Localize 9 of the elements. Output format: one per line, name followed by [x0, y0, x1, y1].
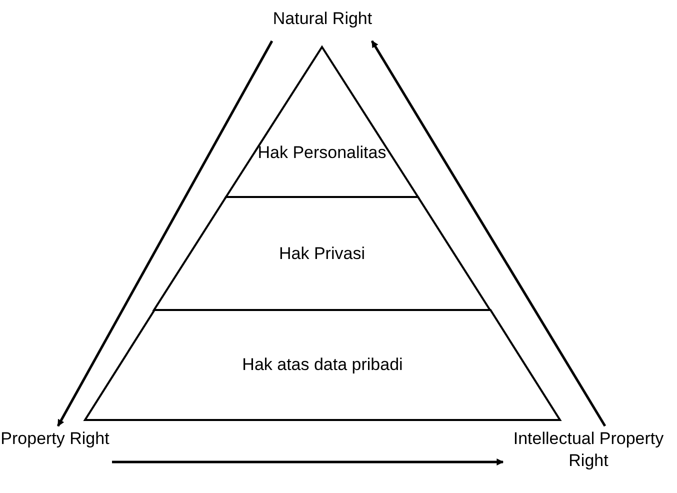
concept-label: Intellectual Property Right [505, 428, 672, 472]
concept-label: Property Right [0, 428, 110, 450]
tier-label: Hak atas data pribadi [241, 354, 404, 376]
arrow [56, 40, 274, 427]
arrow [112, 458, 504, 466]
concept-label: Natural Right [225, 8, 420, 30]
arrow [370, 40, 606, 427]
tier-label: Hak Privasi [278, 243, 366, 265]
tier-label: Hak Personalitas [256, 142, 388, 164]
